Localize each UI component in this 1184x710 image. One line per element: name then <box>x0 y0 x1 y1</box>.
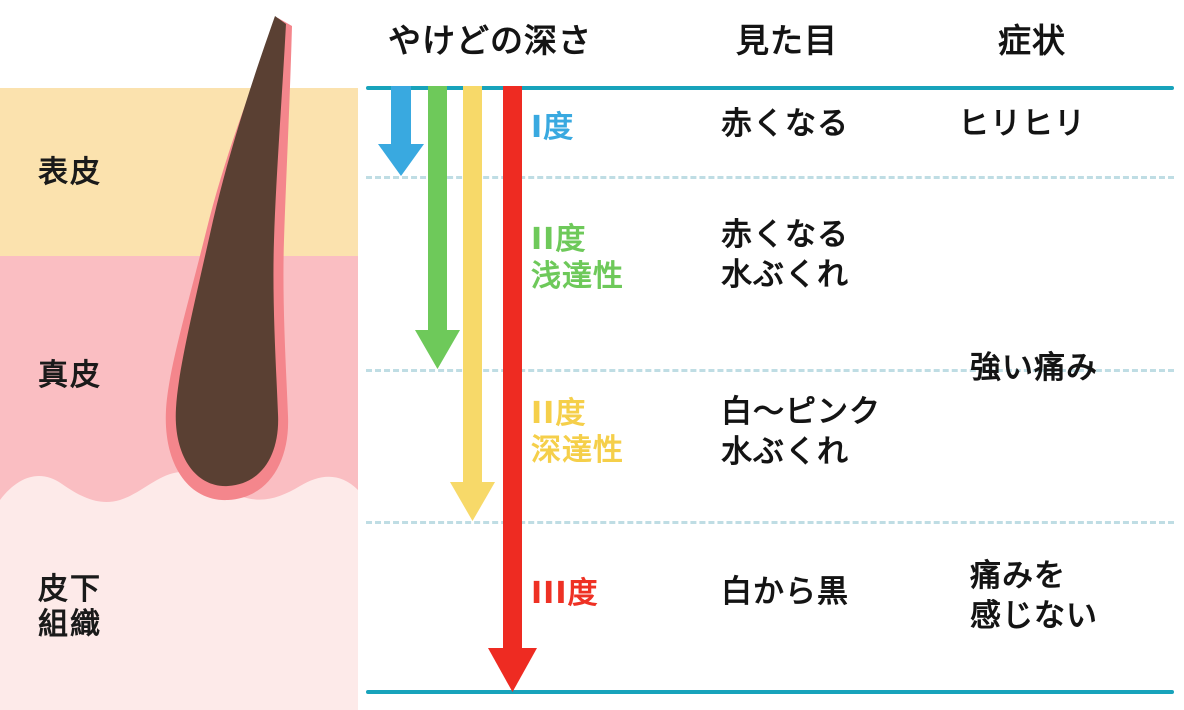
appearance-cell-superficial-second-degree: 赤くなる 水ぶくれ <box>721 217 849 294</box>
symptom-cell-strong-pain-span: 強い痛み <box>970 350 1098 386</box>
appearance-cell-deep-second-degree: 白〜ピンク 水ぶくれ <box>721 394 881 471</box>
depth-arrow-third-degree <box>488 86 537 692</box>
appearance-cell-first-degree: 赤くなる <box>721 106 849 142</box>
column-header-burn-depth: やけどの深さ <box>388 21 592 60</box>
depth-arrows-group <box>378 86 537 692</box>
degree-label-third: III度 <box>531 576 599 611</box>
table-bottom-rule <box>366 690 1174 694</box>
epidermis-layer <box>0 88 358 256</box>
layer-label-dermis: 真皮 <box>38 358 102 393</box>
skin-layers-illustration <box>0 0 358 710</box>
column-header-appearance: 見た目 <box>736 21 838 60</box>
depth-arrow-superficial-second-degree <box>415 86 460 369</box>
depth-arrow-first-degree <box>378 86 424 176</box>
depth-arrow-deep-second-degree <box>450 86 495 521</box>
hair-shaft <box>175 16 286 487</box>
skin-cross-section-diagram: 表皮 真皮 皮下 組織 <box>0 0 358 710</box>
degree-label-deep-second: II度 深達性 <box>531 396 624 468</box>
layer-label-subcutaneous: 皮下 組織 <box>38 572 102 643</box>
subcutaneous-layer <box>0 471 358 700</box>
degree-label-first: I度 <box>531 110 575 145</box>
row-divider-1 <box>366 176 1174 179</box>
appearance-cell-third-degree: 白から黒 <box>721 574 849 610</box>
row-divider-2 <box>366 369 1174 372</box>
degree-label-superficial-second: II度 浅達性 <box>531 222 624 294</box>
layer-label-epidermis: 表皮 <box>38 155 102 190</box>
column-header-symptom: 症状 <box>998 21 1066 60</box>
table-top-rule <box>366 86 1174 90</box>
symptom-cell-third-degree: 痛みを 感じない <box>970 558 1098 635</box>
row-divider-3 <box>366 521 1174 524</box>
symptom-cell-first-degree: ヒリヒリ <box>958 106 1086 142</box>
burn-classification-table: やけどの深さ 見た目 症状 <box>358 0 1184 710</box>
